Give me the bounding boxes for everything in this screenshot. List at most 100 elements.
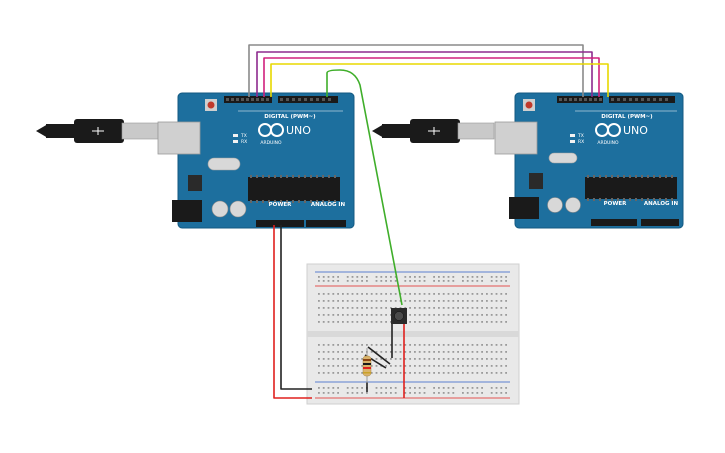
breadboard-hole [471,365,474,367]
breadboard-hole [471,300,474,302]
breadboard-hole [457,344,459,346]
breadboard-hole [500,392,503,394]
breadboard-hole [327,351,330,353]
breadboard-hole [452,392,455,394]
breadboard-hole [466,372,469,374]
breadboard-hole [385,365,387,367]
breadboard-hole [457,351,459,353]
breadboard-hole [495,321,498,323]
breadboard-hole [447,307,450,309]
breadboard-hole [366,314,368,316]
breadboard-hole [385,300,387,302]
breadboard-hole [423,358,426,360]
breadboard-hole [490,307,493,309]
breadboard-hole [342,351,344,353]
pushbutton-cap[interactable] [394,311,404,321]
breadboard-hole [481,358,483,360]
breadboard-hole [438,307,440,309]
breadboard-hole [423,344,426,346]
breadboard-hole [462,280,464,282]
power-jack [172,200,202,222]
breadboard-hole [342,372,344,374]
breadboard-hole [366,307,368,309]
breadboard-hole [457,372,459,374]
breadboard-hole [505,276,507,278]
breadboard-hole [476,358,479,360]
breadboard-hole [322,276,325,278]
breadboard-hole [351,314,354,316]
breadboard-hole [452,365,455,367]
breadboard-hole [356,314,359,316]
pushbutton[interactable] [391,308,407,324]
breadboard-hole [404,387,407,389]
breadboard-hole [447,392,450,394]
breadboard-hole [423,293,426,295]
breadboard-hole [351,307,354,309]
breadboard-hole [361,372,363,374]
breadboard [306,263,520,405]
breadboard-hole [462,392,464,394]
wires [248,44,609,399]
breadboard-hole [495,276,498,278]
power-header [591,219,637,226]
breadboard-hole [500,280,503,282]
usb-cable-right [372,119,495,143]
breadboard-hole [318,276,320,278]
breadboard-hole [428,351,431,353]
breadboard-hole [356,280,359,282]
breadboard-hole [418,314,421,316]
breadboard-hole [332,276,335,278]
breadboard-hole [442,280,445,282]
breadboard-hole [423,321,426,323]
breadboard-hole [471,392,474,394]
breadboard-hole [380,372,383,374]
breadboard-hole [385,358,387,360]
breadboard-hole [394,372,397,374]
breadboard-hole [414,392,416,394]
breadboard-hole [418,276,421,278]
breadboard-hole [495,314,498,316]
breadboard-hole [375,372,378,374]
breadboard-hole [380,358,383,360]
breadboard-hole [318,372,320,374]
breadboard-hole [366,293,368,295]
breadboard-hole [433,300,435,302]
breadboard-hole [428,372,431,374]
resistor-band-2 [363,363,371,365]
breadboard-hole [342,365,344,367]
breadboard-hole [495,358,498,360]
breadboard-hole [505,293,507,295]
breadboard-hole [380,351,383,353]
tx-label: TX [577,133,584,139]
crystal-oscillator [207,157,241,171]
breadboard-hole [385,307,387,309]
breadboard-hole [490,314,493,316]
breadboard-hole [380,314,383,316]
breadboard-hole [346,351,349,353]
breadboard-hole [418,321,421,323]
breadboard-hole [481,276,483,278]
breadboard-hole [409,358,411,360]
breadboard-hole [390,358,392,360]
voltage-regulator [529,173,543,189]
breadboard-hole [486,293,488,295]
breadboard-hole [495,344,498,346]
breadboard-hole [500,358,503,360]
breadboard-hole [452,358,455,360]
breadboard-hole [414,365,416,367]
breadboard-hole [462,372,464,374]
breadboard-hole [351,351,354,353]
breadboard-hole [322,344,325,346]
analog-header [306,220,346,227]
breadboard-hole [486,300,488,302]
wire-green [326,69,403,306]
breadboard-hole [471,351,474,353]
breadboard-hole [356,358,359,360]
breadboard-hole [442,307,445,309]
breadboard-hole [409,365,411,367]
breadboard-hole [452,314,455,316]
breadboard-hole [428,344,431,346]
breadboard-hole [428,300,431,302]
breadboard-hole [505,280,507,282]
tx-led [570,134,575,137]
